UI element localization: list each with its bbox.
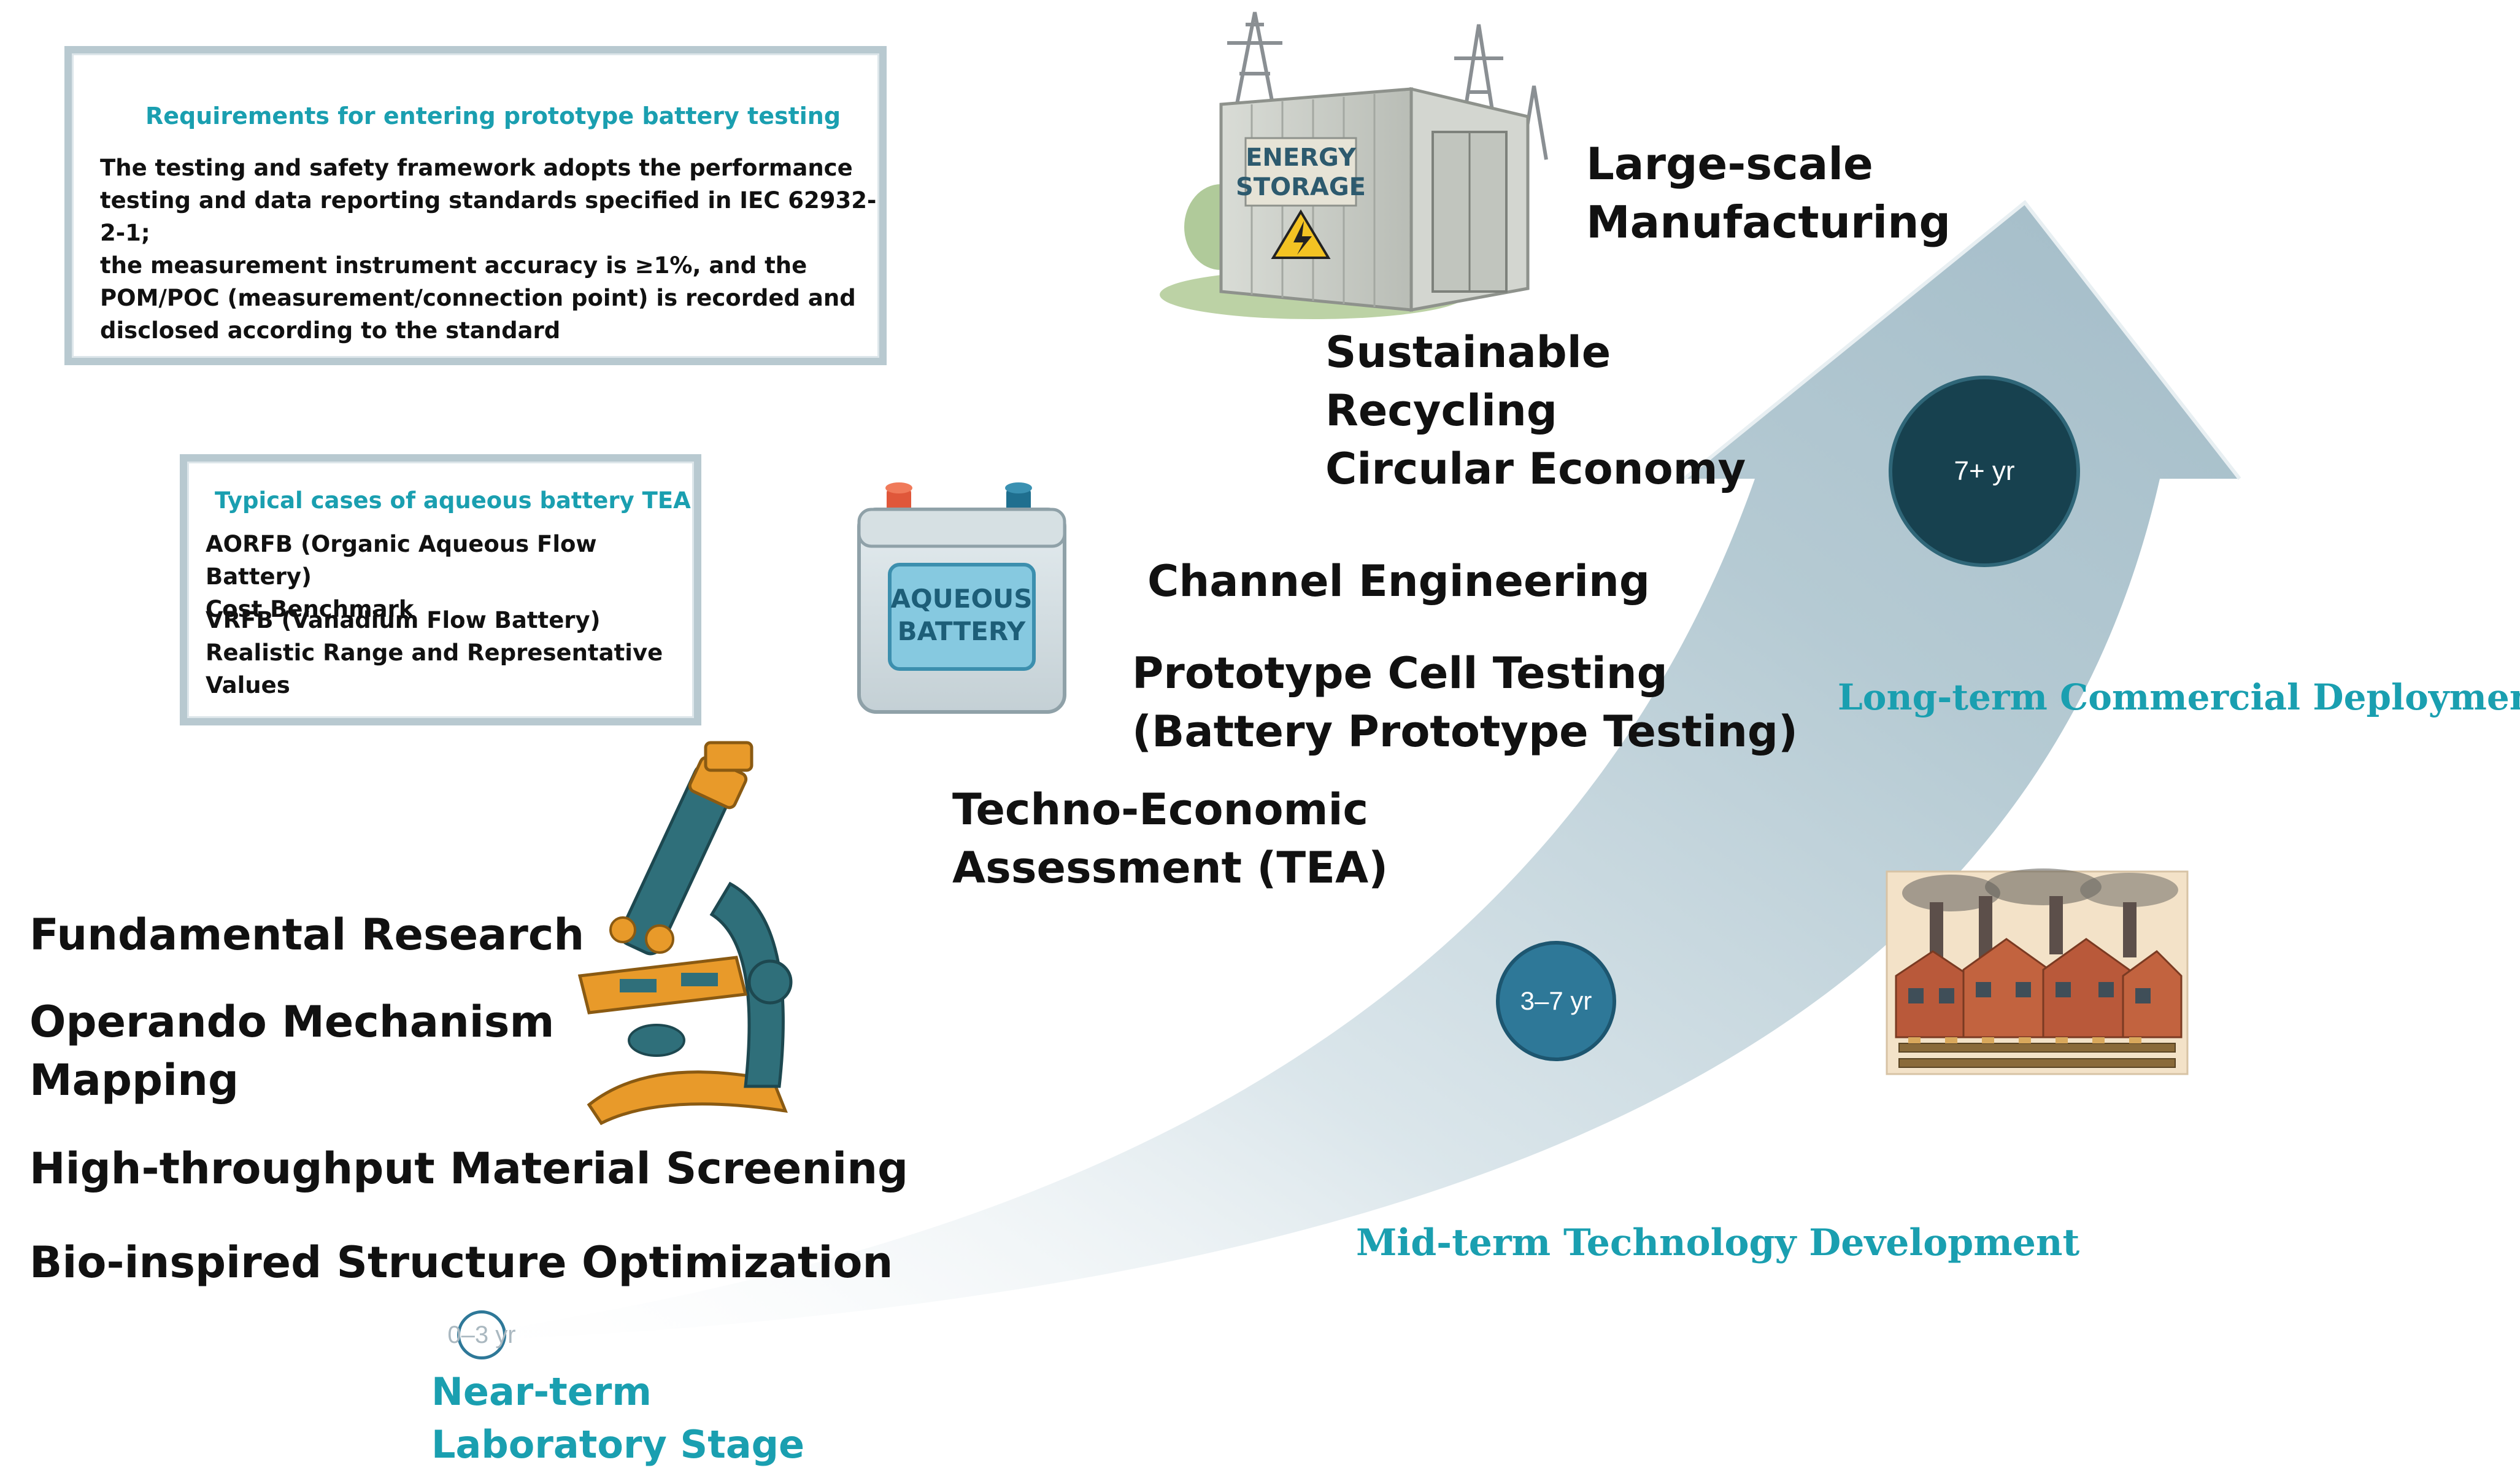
label-large-scale-line-2: Manufacturing	[1586, 196, 1951, 248]
label-large-scale-manufacturing: Large-scale Manufacturing	[1586, 135, 1951, 252]
label-high-throughput-screening: High-throughput Material Screening	[29, 1143, 909, 1194]
stage-long-term: Long-term Commercial Deployment	[1838, 676, 2520, 718]
stage-near-term-line-2: Laboratory Stage	[431, 1422, 805, 1467]
tea-case-vrfb-line-3: Values	[206, 672, 290, 698]
label-sustainable-recycling: Sustainable Recycling Circular Economy	[1325, 323, 1746, 498]
timeline-badge-mid-text: 3–7 yr	[1520, 986, 1592, 1015]
tea-case-aorfb: AORFB (Organic Aqueous Flow Battery) Cos…	[206, 528, 694, 625]
stage-near-term: Near-term Laboratory Stage	[431, 1366, 804, 1471]
label-recycling-line-1: Sustainable	[1325, 327, 1611, 377]
requirements-line-1: The testing and safety framework adopts …	[100, 155, 853, 181]
aqueous-battery-icon: AQUEOUS BATTERY	[857, 482, 1066, 714]
label-recycling-line-3: Circular Economy	[1325, 444, 1746, 494]
tea-case-vrfb-line-2: Realistic Range and Representative	[206, 640, 663, 666]
label-fundamental-research: Fundamental Research	[29, 910, 585, 960]
requirements-box: Requirements for entering prototype batt…	[64, 46, 887, 365]
label-bio-inspired-optimization: Bio-inspired Structure Optimization	[29, 1237, 893, 1288]
requirements-line-4: POM/POC (measurement/connection point) i…	[100, 285, 856, 311]
requirements-box-body: The testing and safety framework adopts …	[100, 152, 879, 347]
tea-case-vrfb-line-1: VRFB (Vanadium Flow Battery)	[206, 607, 601, 633]
timeline-badge-long-text: 7+ yr	[1954, 456, 2015, 486]
label-channel-engineering: Channel Engineering	[1147, 556, 1650, 606]
battery-label-line2: BATTERY	[898, 616, 1026, 646]
timeline-badge-near: 0–3 yr	[447, 1310, 516, 1359]
battery-label-line1: AQUEOUS	[890, 584, 1032, 614]
label-prototype-line-2: (Battery Prototype Testing)	[1132, 706, 1798, 757]
label-tea-line-2: Assessment (TEA)	[952, 843, 1389, 893]
label-operando-line-2: Mapping	[29, 1055, 239, 1105]
tea-case-aorfb-line-2: Cost Benchmark	[206, 596, 414, 622]
factory-icon	[1886, 868, 2189, 1075]
stage-mid-term: Mid-term Technology Development	[1356, 1221, 2080, 1264]
container-sign-line1: ENERGY	[1246, 144, 1357, 172]
tea-case-vrfb: VRFB (Vanadium Flow Battery) Realistic R…	[206, 604, 663, 702]
label-techno-economic-assessment: Techno-Economic Assessment (TEA)	[952, 781, 1388, 897]
tea-cases-box: Typical cases of aqueous battery TEA AOR…	[180, 454, 701, 725]
timeline-badge-mid: 3–7 yr	[1496, 941, 1616, 1061]
requirements-line-2: testing and data reporting standards spe…	[100, 187, 877, 246]
timeline-badge-near-text: 0–3 yr	[447, 1321, 516, 1348]
requirements-box-title: Requirements for entering prototype batt…	[145, 102, 841, 130]
label-recycling-line-2: Recycling	[1325, 385, 1557, 436]
label-tea-line-1: Techno-Economic	[952, 784, 1368, 835]
stage-near-term-line-1: Near-term	[431, 1369, 652, 1414]
label-prototype-line-1: Prototype Cell Testing	[1132, 648, 1668, 698]
requirements-line-3: the measurement instrument accuracy is ≥…	[100, 252, 807, 279]
tea-box-title: Typical cases of aqueous battery TEA	[215, 487, 691, 514]
energy-storage-container-icon: ENERGY STORAGE	[1160, 12, 1548, 319]
requirements-line-5: disclosed according to the standard	[100, 317, 561, 344]
microscope-icon	[577, 741, 793, 1126]
label-operando-mechanism: Operando Mechanism Mapping	[29, 993, 554, 1110]
progress-arrow-icon	[466, 199, 2241, 1341]
tea-case-aorfb-line-1: AORFB (Organic Aqueous Flow Battery)	[206, 531, 597, 590]
label-large-scale-line-1: Large-scale	[1586, 138, 1873, 190]
label-operando-line-1: Operando Mechanism	[29, 997, 555, 1047]
timeline-badge-long: 7+ yr	[1889, 376, 2080, 567]
label-prototype-cell-testing: Prototype Cell Testing (Battery Prototyp…	[1132, 644, 1798, 761]
container-sign-line2: STORAGE	[1236, 173, 1366, 201]
